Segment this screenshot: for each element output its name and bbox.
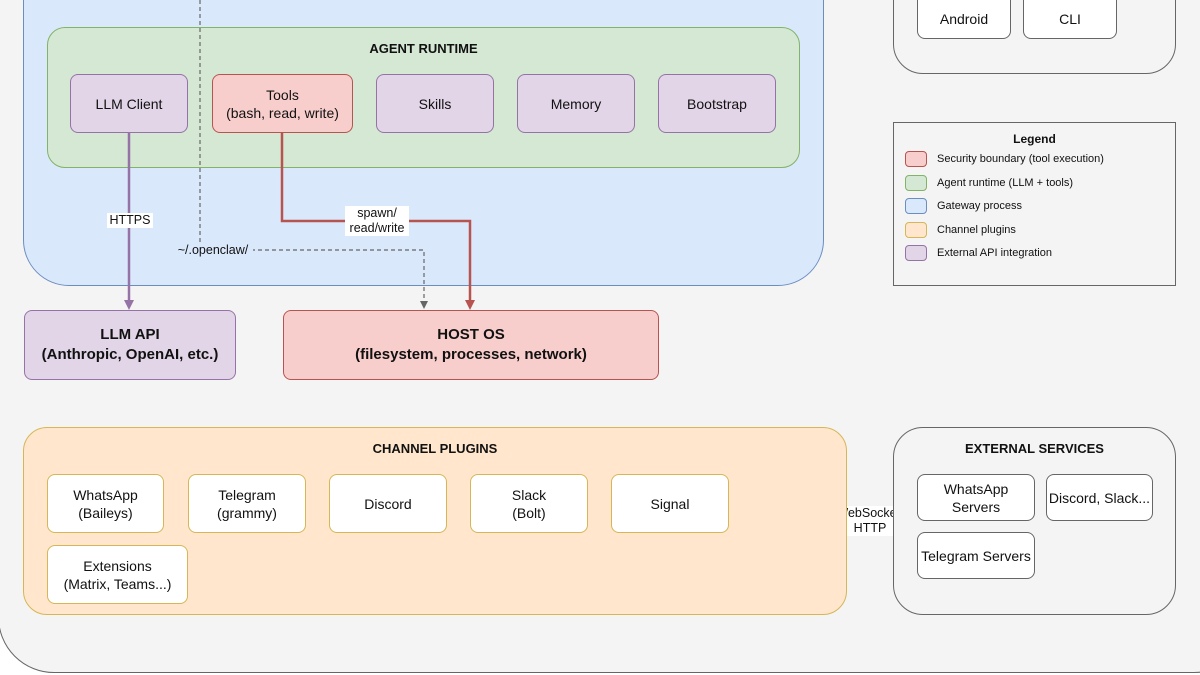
legend-item-label: Channel plugins <box>937 223 1016 236</box>
external-telegram-servers[interactable]: Telegram Servers <box>917 532 1035 579</box>
channel-discord[interactable]: Discord <box>329 474 447 533</box>
external-services-container <box>893 427 1176 615</box>
client-cli[interactable]: CLI <box>1023 0 1117 39</box>
channel-telegram[interactable]: Telegram (grammy) <box>188 474 306 533</box>
legend-swatch <box>905 151 927 167</box>
legend-item-label: External API integration <box>937 247 1052 259</box>
channel-plugins-title: CHANNEL PLUGINS <box>372 441 498 456</box>
tools-node[interactable]: Tools (bash, read, write) <box>212 74 353 133</box>
legend-swatch <box>905 221 927 238</box>
legend-item: Channel plugins <box>905 221 1104 239</box>
llm-client-node[interactable]: LLM Client <box>70 74 188 133</box>
channel-whatsapp[interactable]: WhatsApp (Baileys) <box>47 474 164 533</box>
dashed-openclaw-edge <box>199 0 428 309</box>
channel-slack[interactable]: Slack (Bolt) <box>470 474 588 533</box>
agent-runtime-title: AGENT RUNTIME <box>369 41 478 56</box>
external-whatsapp-servers[interactable]: WhatsApp Servers <box>917 474 1035 521</box>
legend-item: Gateway process <box>905 197 1104 215</box>
memory-node[interactable]: Memory <box>517 74 635 133</box>
legend-title: Legend <box>1013 132 1056 146</box>
legend-swatch <box>905 198 927 214</box>
skills-node[interactable]: Skills <box>376 74 494 133</box>
channel-extensions[interactable]: Extensions (Matrix, Teams...) <box>47 545 188 604</box>
channel-signal[interactable]: Signal <box>611 474 729 533</box>
host-os-node[interactable]: HOST OS (filesystem, processes, network) <box>283 310 659 380</box>
legend-item: Agent runtime (LLM + tools) <box>905 174 1104 192</box>
spawn-edge-label: spawn/ read/write <box>345 206 409 236</box>
llm-api-node[interactable]: LLM API (Anthropic, OpenAI, etc.) <box>24 310 236 380</box>
external-discord-slack[interactable]: Discord, Slack... <box>1046 474 1153 521</box>
bootstrap-node[interactable]: Bootstrap <box>658 74 776 133</box>
llm-api-subtitle: (Anthropic, OpenAI, etc.) <box>41 346 219 363</box>
legend-list: Security boundary (tool execution) Agent… <box>905 150 1104 262</box>
https-edge-label: HTTPS <box>107 213 153 228</box>
legend-item-label: Security boundary (tool execution) <box>937 153 1104 165</box>
legend-item-label: Gateway process <box>937 200 1022 212</box>
llm-api-title: LLM API <box>100 326 160 343</box>
legend-box <box>893 122 1176 286</box>
legend-item: External API integration <box>905 244 1104 262</box>
host-os-title: HOST OS <box>437 326 505 343</box>
legend-swatch <box>905 174 927 191</box>
client-android[interactable]: Android <box>917 0 1011 39</box>
legend-swatch <box>905 245 927 261</box>
external-services-title: EXTERNAL SERVICES <box>965 441 1104 456</box>
openclaw-edge-label: ~/.openclaw/ <box>173 243 253 258</box>
legend-item: Security boundary (tool execution) <box>905 150 1104 168</box>
host-os-subtitle: (filesystem, processes, network) <box>355 346 587 363</box>
legend-item-label: Agent runtime (LLM + tools) <box>937 176 1074 189</box>
